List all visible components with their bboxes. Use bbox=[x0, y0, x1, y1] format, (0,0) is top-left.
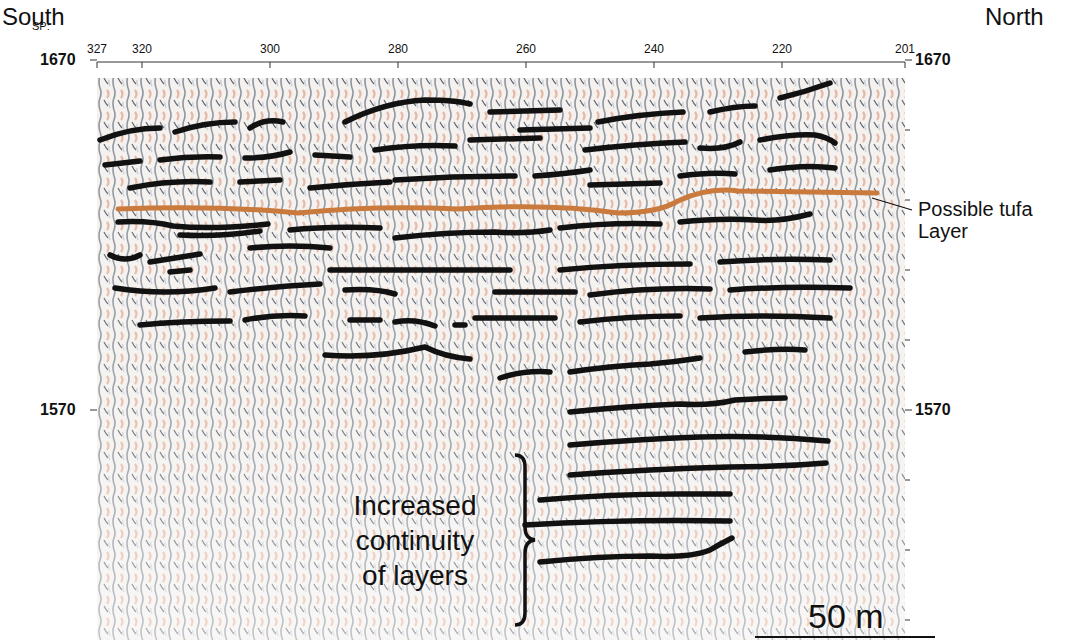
scale-label: 50 m bbox=[808, 598, 884, 635]
shotpoint-number: 280 bbox=[388, 43, 408, 56]
shotpoint-number: 240 bbox=[644, 43, 664, 56]
shotpoint-number: 260 bbox=[516, 43, 536, 56]
elevation-label: 1670 bbox=[40, 51, 76, 69]
shotpoint-number: 320 bbox=[132, 43, 152, 56]
elevation-label: 1670 bbox=[915, 51, 951, 69]
shotpoint-number: 201 bbox=[895, 43, 915, 56]
elevation-label: 1570 bbox=[40, 401, 76, 419]
shotpoint-number: 300 bbox=[260, 43, 280, 56]
callout-label: Possible tufa Layer bbox=[918, 198, 1058, 242]
shotpoint-number: 220 bbox=[772, 43, 792, 56]
direction-label: North bbox=[985, 4, 1044, 30]
annotation-label: Increased continuity of layers bbox=[354, 488, 477, 593]
axis-title: SP: bbox=[32, 20, 50, 32]
shotpoint-number: 327 bbox=[87, 43, 107, 56]
elevation-label: 1570 bbox=[915, 401, 951, 419]
